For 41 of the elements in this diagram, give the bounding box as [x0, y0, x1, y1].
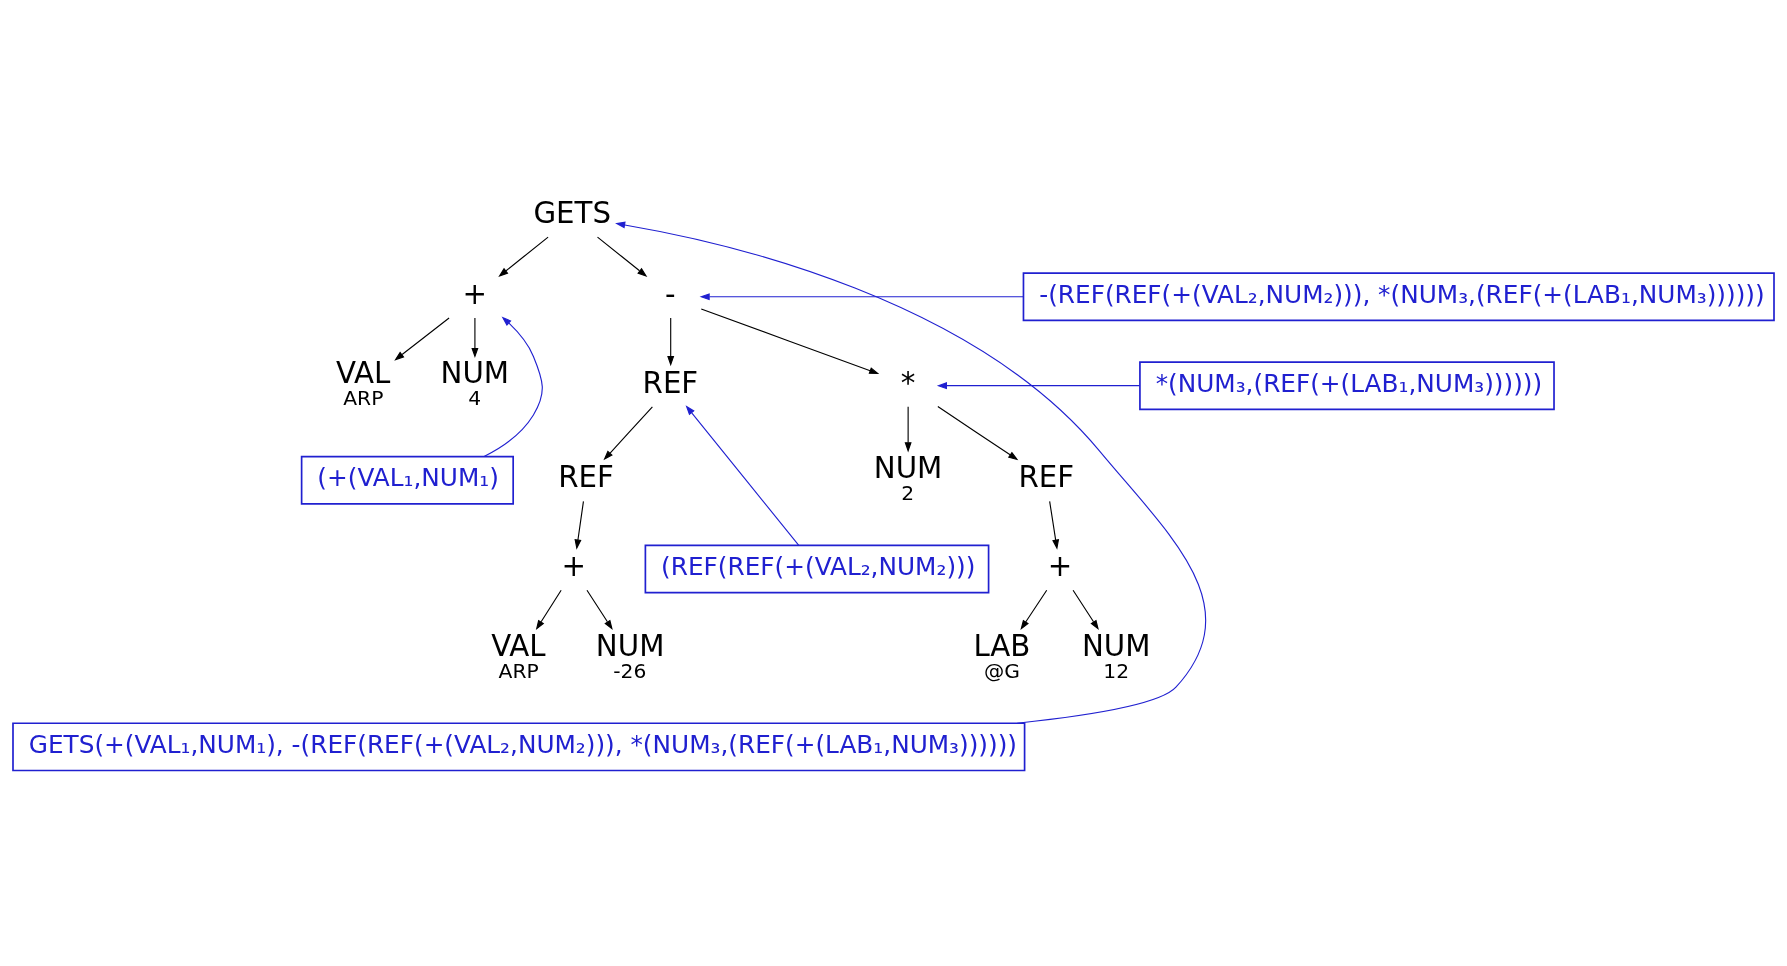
node-box: (+(VAL₁,NUM₁): [300, 455, 514, 505]
node-text: NUM 4: [440, 356, 510, 411]
node-text: VAL ARP: [335, 356, 391, 411]
node-text: NUM 12: [1081, 628, 1151, 683]
arrow: [483, 316, 543, 457]
arrow: [1072, 589, 1099, 631]
node-text: REF: [1018, 460, 1075, 495]
arrow: [936, 382, 1141, 390]
node-text: +: [561, 549, 587, 584]
node-text: *: [900, 365, 916, 400]
node-box: (REF(REF(+(VAL₂,NUM₂))): [644, 544, 990, 594]
arrow: [937, 406, 1019, 461]
node-box: *(NUM₃,(REF(+(LAB₁,NUM₃)))))): [1139, 361, 1555, 411]
node-text: NUM -26: [595, 628, 665, 683]
arrow: [685, 405, 800, 546]
arrow: [603, 406, 653, 461]
node-box: -(REF(REF(+(VAL₂,NUM₂))), *(NUM₃,(REF(+(LAB₁,NUM₃)))))): [1022, 272, 1775, 322]
node-text: +: [1047, 549, 1073, 584]
node-text: +: [462, 276, 488, 311]
arrow: [904, 406, 912, 453]
arrow: [574, 500, 584, 550]
arrow: [700, 308, 880, 375]
arrow: [471, 317, 479, 359]
arrow: [535, 589, 562, 631]
arrow: [1020, 589, 1048, 631]
node-box: GETS(+(VAL₁,NUM₁), -(REF(REF(+(VAL₂,NUM₂))), *(NUM₃,(REF(+(LAB₁,NUM₃)))))): [12, 722, 1026, 772]
arrow: [596, 236, 648, 277]
arrow: [498, 236, 549, 277]
arrow: [615, 221, 1206, 724]
node-text: GETS: [533, 196, 612, 231]
arrow: [586, 589, 613, 631]
node-text: -: [665, 276, 676, 311]
node-text: LAB @G: [973, 628, 1031, 683]
node-text: VAL ARP: [491, 628, 546, 683]
node-text: REF: [558, 460, 614, 495]
node-text: REF: [642, 365, 699, 400]
arrow: [699, 293, 1024, 301]
arrow: [667, 317, 675, 367]
arrow: [1049, 500, 1060, 550]
arrow: [394, 317, 450, 361]
node-text: NUM 2: [873, 450, 943, 505]
